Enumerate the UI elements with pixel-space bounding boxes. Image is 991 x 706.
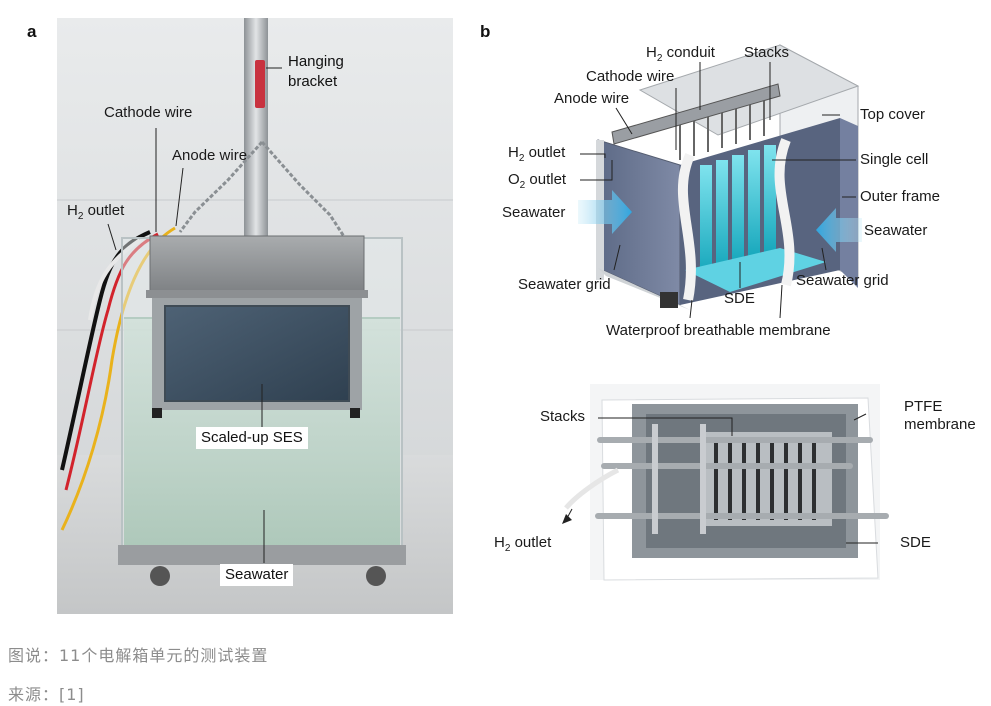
panel-a-letter: a <box>27 22 37 41</box>
figure: a b Hanging bracket Cathode wire Anode w… <box>27 18 976 614</box>
anode-wire-label-b: Anode wire <box>554 90 630 107</box>
panel-b-schematic <box>578 44 862 319</box>
scaled-up-ses-label: Scaled-up SES <box>196 427 308 449</box>
panel-a-photo <box>57 18 453 614</box>
seawater-label-b-left: Seawater <box>502 204 566 221</box>
cathode-wire-label: Cathode wire <box>104 104 193 121</box>
seawater-grid-label-right: Seawater grid <box>796 272 889 289</box>
h2-outlet-label-b: H2 outlet <box>508 144 566 164</box>
figure-source: 来源：[1] <box>8 685 85 704</box>
seawater-label-a: Seawater <box>220 564 294 586</box>
single-cell-label: Single cell <box>860 151 929 168</box>
seawater-label-b-right: Seawater <box>864 222 928 239</box>
sde-label-bottom: SDE <box>900 534 931 551</box>
stacks-label-top: Stacks <box>744 44 790 61</box>
panel-b-photo <box>562 384 889 581</box>
figure-graphics <box>57 18 889 614</box>
panel-b-letter: b <box>480 22 491 41</box>
sde-label-top: SDE <box>724 290 755 307</box>
waterproof-membrane-label: Waterproof breathable membrane <box>606 322 831 339</box>
o2-outlet-label: O2 outlet <box>508 171 567 191</box>
stacks-label-bottom: Stacks <box>540 408 586 425</box>
outer-frame-label: Outer frame <box>860 188 941 205</box>
figure-caption: 图说：11个电解箱单元的测试装置 <box>8 646 269 665</box>
seawater-grid-label-left: Seawater grid <box>518 276 611 293</box>
h2-outlet-label-bottom: H2 outlet <box>494 534 552 554</box>
anode-wire-label: Anode wire <box>172 147 248 164</box>
top-cover-label: Top cover <box>860 106 926 123</box>
hanging-bracket-label: Hanging bracket <box>288 53 344 90</box>
cathode-wire-label-b: Cathode wire <box>586 68 675 85</box>
h2-outlet-label-a: H2 outlet <box>67 202 125 222</box>
ptfe-membrane-label: PTFE membrane <box>904 398 976 433</box>
h2-conduit-label: H2 conduit <box>646 44 715 64</box>
